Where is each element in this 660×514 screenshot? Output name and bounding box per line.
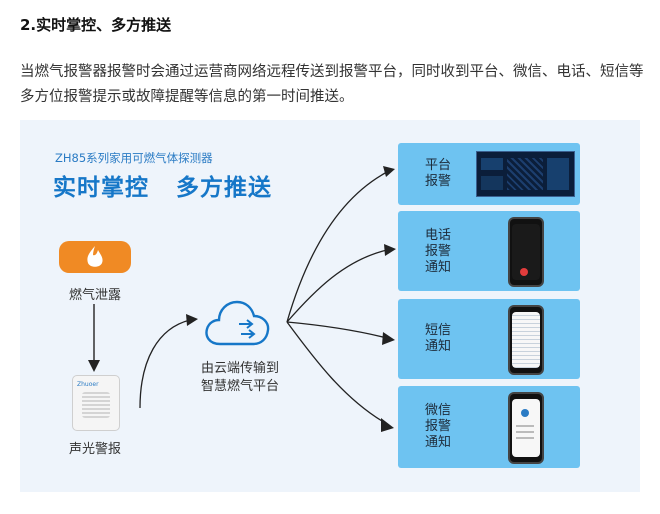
panel-wechat-alarm: 微信 报警 通知 xyxy=(398,386,580,468)
fan-arrows xyxy=(286,166,396,432)
device-grille xyxy=(82,392,110,418)
arrow-down-icon xyxy=(88,304,100,372)
diagram-figure: ZH85系列家用可燃气体探测器 实时掌控 多方推送 燃气泄露 Zhuoer 声光… xyxy=(20,120,640,492)
figure-title: 实时掌控 多方推送 xyxy=(53,175,273,201)
panel-text: 短信 通知 xyxy=(424,323,451,354)
panel-text: 电话 报警 通知 xyxy=(424,228,451,275)
panel-sms-notice: 短信 通知 xyxy=(398,299,580,379)
phone-sms-image xyxy=(508,305,544,375)
cloud-icon xyxy=(205,300,270,346)
intro-paragraph: 当燃气报警器报警时会通过运营商网络远程传送到报警平台，同时收到平台、微信、电话、… xyxy=(20,64,644,105)
panel-text: 微信 报警 通知 xyxy=(424,403,451,450)
device-brand: Zhuoer xyxy=(77,381,99,388)
gas-leak-icon xyxy=(59,241,131,273)
platform-dashboard-image xyxy=(476,151,575,197)
panel-platform-alarm: 平台 报警 xyxy=(398,143,580,205)
gas-leak-label: 燃气泄露 xyxy=(68,288,121,303)
figure-subtitle: ZH85系列家用可燃气体探测器 xyxy=(55,151,213,165)
phone-call-image xyxy=(508,217,544,287)
panel-text: 平台 报警 xyxy=(424,158,451,189)
cloud-label-line1: 由云端传输到 xyxy=(200,361,279,376)
arrow-to-cloud-icon xyxy=(139,314,198,409)
alarm-device-image: Zhuoer xyxy=(72,375,120,431)
alarm-label: 声光警报 xyxy=(68,442,121,457)
cloud-label-line2: 智慧燃气平台 xyxy=(200,379,279,394)
phone-wechat-image xyxy=(508,392,544,464)
panel-phone-alarm: 电话 报警 通知 xyxy=(398,211,580,291)
section-title: 2.实时掌控、多方推送 xyxy=(20,16,172,34)
